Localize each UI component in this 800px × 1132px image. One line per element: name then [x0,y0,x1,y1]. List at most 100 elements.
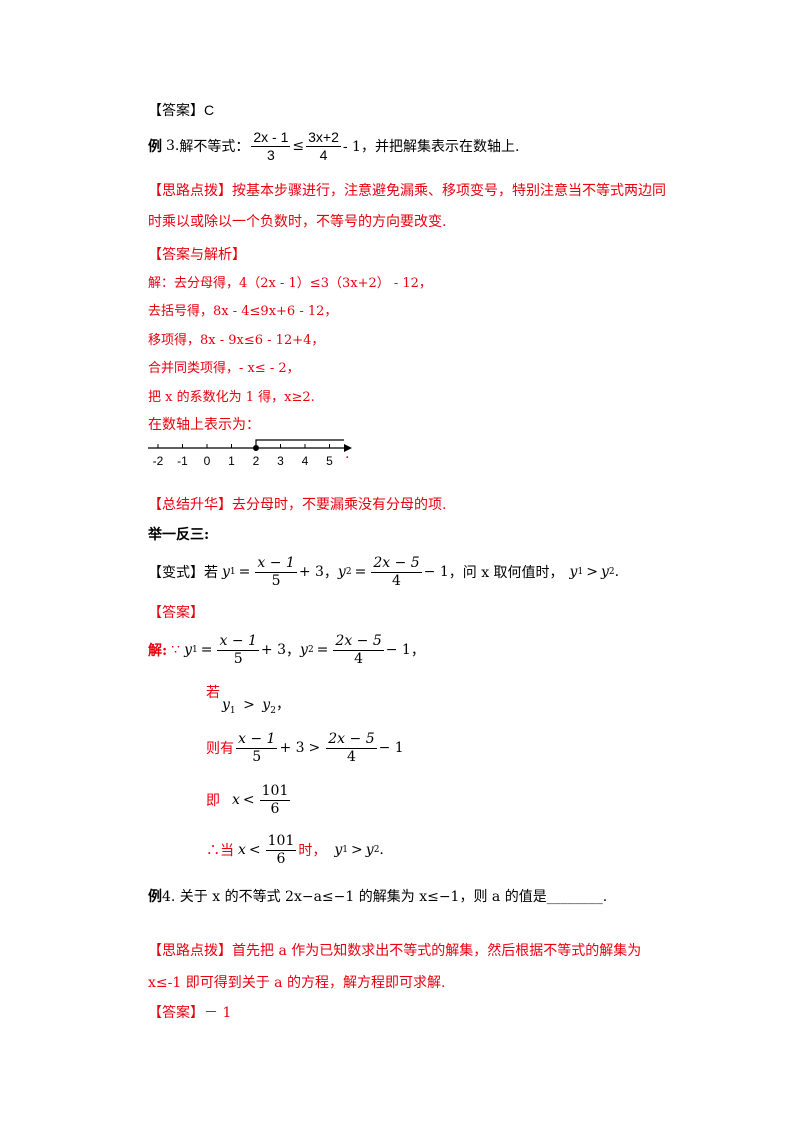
answer-4-label: 【答案】 [148,1005,204,1021]
ji-frac-num: 101 [259,782,291,801]
answer-value: C [204,102,215,118]
therefore-y2: y [365,842,374,858]
sol-frac-b-num: 2x − 5 [333,632,384,651]
var-eq2: = [354,564,367,580]
zeyou-frac-a-den: 5 [252,748,262,765]
example-4-text: 4. 关于 x 的不等式 2x−a≤−1 的解集为 x≤−1，则 a 的值是 [162,889,547,905]
answer-4-value: － 1 [204,1005,232,1021]
variant-frac-b: 2x − 5 4 [371,554,422,589]
var-minus1: − 1 [423,564,449,580]
solution-ray [255,439,344,448]
therefore-shi: 时， [298,843,327,859]
variant-frac-b-den: 4 [392,572,401,589]
number-line-tick-label: 5 [326,454,333,468]
variant-frac-b-num: 2x − 5 [371,554,422,573]
zeyou-plus3: + 3 [279,740,305,756]
ruo-sub1: 1 [229,705,236,716]
therefore-x: x [238,842,246,858]
var-gt: > [586,564,598,580]
number-line-tick-label: 1 [228,454,235,468]
number-line-tick-label: 0 [204,454,211,468]
therefore-period: . [379,842,384,858]
therefore-frac-num: 101 [265,832,297,851]
example-3: 例 3. 解不等式： 2x - 1 3 ≤ 3x+2 4 - 1，并把解集表示在… [148,122,519,170]
zeyou-gt: > [308,740,321,756]
analysis-step-5: 把 x 的系数化为 1 得，x≥2. [148,390,315,405]
answer-label: 【答案】 [148,103,204,119]
sol-frac-b: 2x − 5 4 [333,632,384,666]
zeyou-minus1: − 1 [378,740,404,756]
sol-eq1: = [200,642,213,658]
ji-frac-den: 6 [270,800,280,817]
answer-4: 【答案】－ 1 [148,1002,231,1022]
sol-ruo: 若 [206,685,220,701]
summary-label: 【总结升华】 [148,497,232,513]
analysis-step-3: 移项得，8x - 9x≤6 - 12+4， [148,333,325,348]
summary: 【总结升华】去分母时，不要漏乘没有分母的项. [148,494,446,514]
fraction-right: 3x+2 4 [306,130,341,162]
ji-label: 即 [206,793,220,809]
number-line-tick-label: -1 [177,454,188,468]
variant-frac-a-num: x − 1 [255,554,297,573]
example-4-label: 例 [148,889,162,905]
zeyou-frac-b-num: 2x − 5 [326,730,377,749]
solution-start-dot [253,445,259,451]
var-y1: y [222,564,230,580]
hint-3-line2: 时乘以或除以一个负数时，不等号的方向要改变. [148,214,447,230]
analysis-step-6: 在数轴上表示为： [148,417,260,433]
analysis-step-4: 合并同类项得，- x≤ - 2， [148,361,300,376]
therefore-frac-den: 6 [276,850,286,867]
number-line-tick-label: 2 [253,454,260,468]
fraction-right-den: 4 [319,146,328,163]
hint-3-line1: 【思路点拨】按基本步骤进行，注意避免漏乘、移项变号，特别注意当不等式两边同 [148,180,666,200]
var-y2: y [337,564,346,580]
ji-x: x [232,792,240,808]
variant-frac-a-den: 5 [271,572,281,589]
var-y2-b: y [600,564,609,580]
answer-c: 【答案】C [148,100,214,120]
sol-eq2: = [316,642,329,658]
summary-text: 去分母时，不要漏乘没有分母的项. [232,497,447,513]
example-text: 解不等式： [179,139,250,155]
therefore-lt: < [248,842,261,858]
var-ask: ，问 x 取何值时， [448,565,564,581]
var-eq1: = [238,564,251,580]
sol-sub2: 2 [307,645,314,655]
therefore-label: ∴当 [206,843,234,859]
number-line-tick-label: 3 [277,454,284,468]
example-number: 3. [166,138,180,154]
zeyou-frac-a: x − 1 5 [236,732,278,765]
number-line: -2 -1 0 1 2 3 4 5 [148,439,352,468]
number-line-tick-label: 4 [302,454,309,468]
therefore-y1: y [334,842,343,858]
ji-frac: 101 6 [259,782,291,817]
var-sub1: 1 [229,567,236,577]
sol-y1: y [184,642,193,658]
var-comma: ， [323,565,338,581]
hint-text: 按基本步骤进行，注意避免漏乘、移项变号，特别注意当不等式两边同 [232,183,666,199]
number-line-tick-label: -2 [153,454,164,468]
answer-2-label: 【答案】 [148,605,204,621]
var-y1-b: y [569,564,578,580]
hint-4-line2: x≤-1 即可得到关于 a 的方程，解方程即可求解. [148,975,446,991]
sol-sub1: 1 [192,645,198,655]
sol-ruo-expr: y1 > y2， [222,694,290,716]
analysis-label: 【答案与解析】 [148,247,246,263]
ruo-comma: ， [275,697,290,713]
leq-sign: ≤ [292,138,305,154]
hint-4-text: 首先把 a 作为已知数求出不等式的解集，然后根据不等式的解集为 [232,943,642,959]
sol-comma-2: ， [410,643,425,659]
analysis-step-2: 去括号得，8x - 4≤9x+6 - 12， [148,304,338,319]
therefore-sub1: 1 [342,845,349,855]
hint-4-line1: 【思路点拨】首先把 a 作为已知数求出不等式的解集，然后根据不等式的解集为 [148,940,641,960]
sol-plus3: + 3 [260,642,287,658]
zeyou-frac-b-den: 4 [346,748,356,765]
sol-ji: 即 x < 101 6 [206,778,292,822]
zeyou-label: 则有 [206,741,234,757]
example-4-blank: ________ [546,889,603,905]
sol-minus1: − 1 [385,642,411,658]
analysis-step-1: 解：去分母得，4（2x - 1）≤3（3x+2） - 12， [148,276,432,291]
fraction-left: 2x - 1 3 [251,130,291,162]
